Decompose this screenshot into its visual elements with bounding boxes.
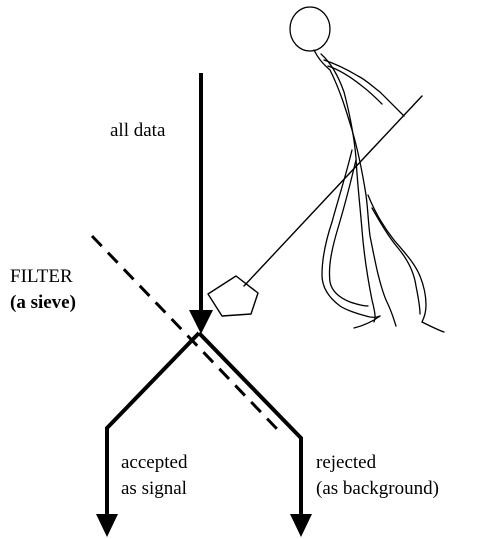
stick-figure-drawing: [207, 6, 445, 333]
filter-label: FILTER: [10, 266, 73, 287]
accepted-branch: [105, 331, 201, 520]
rejected-branch: [197, 331, 303, 520]
rejected-label-line2: (as background): [316, 478, 439, 499]
figure-leg-right: [367, 194, 427, 323]
accepted-label-line1: accepted: [121, 452, 188, 473]
sieve-label: (a sieve): [10, 292, 76, 313]
figure-torso: [313, 49, 397, 327]
rejected-label-line1: rejected: [316, 452, 377, 473]
figure-head: [289, 6, 331, 52]
shovel-handle: [243, 95, 423, 287]
accepted-label-line2: as signal: [121, 478, 187, 499]
rejected-arrowhead: [290, 514, 312, 537]
figure-arm: [323, 59, 405, 117]
shovel-blade: [207, 275, 259, 317]
accepted-arrowhead: [96, 514, 118, 537]
figure-leg-left: [321, 149, 381, 319]
all-data-label: all data: [110, 120, 166, 141]
filter-sieve-line: [90, 234, 280, 432]
